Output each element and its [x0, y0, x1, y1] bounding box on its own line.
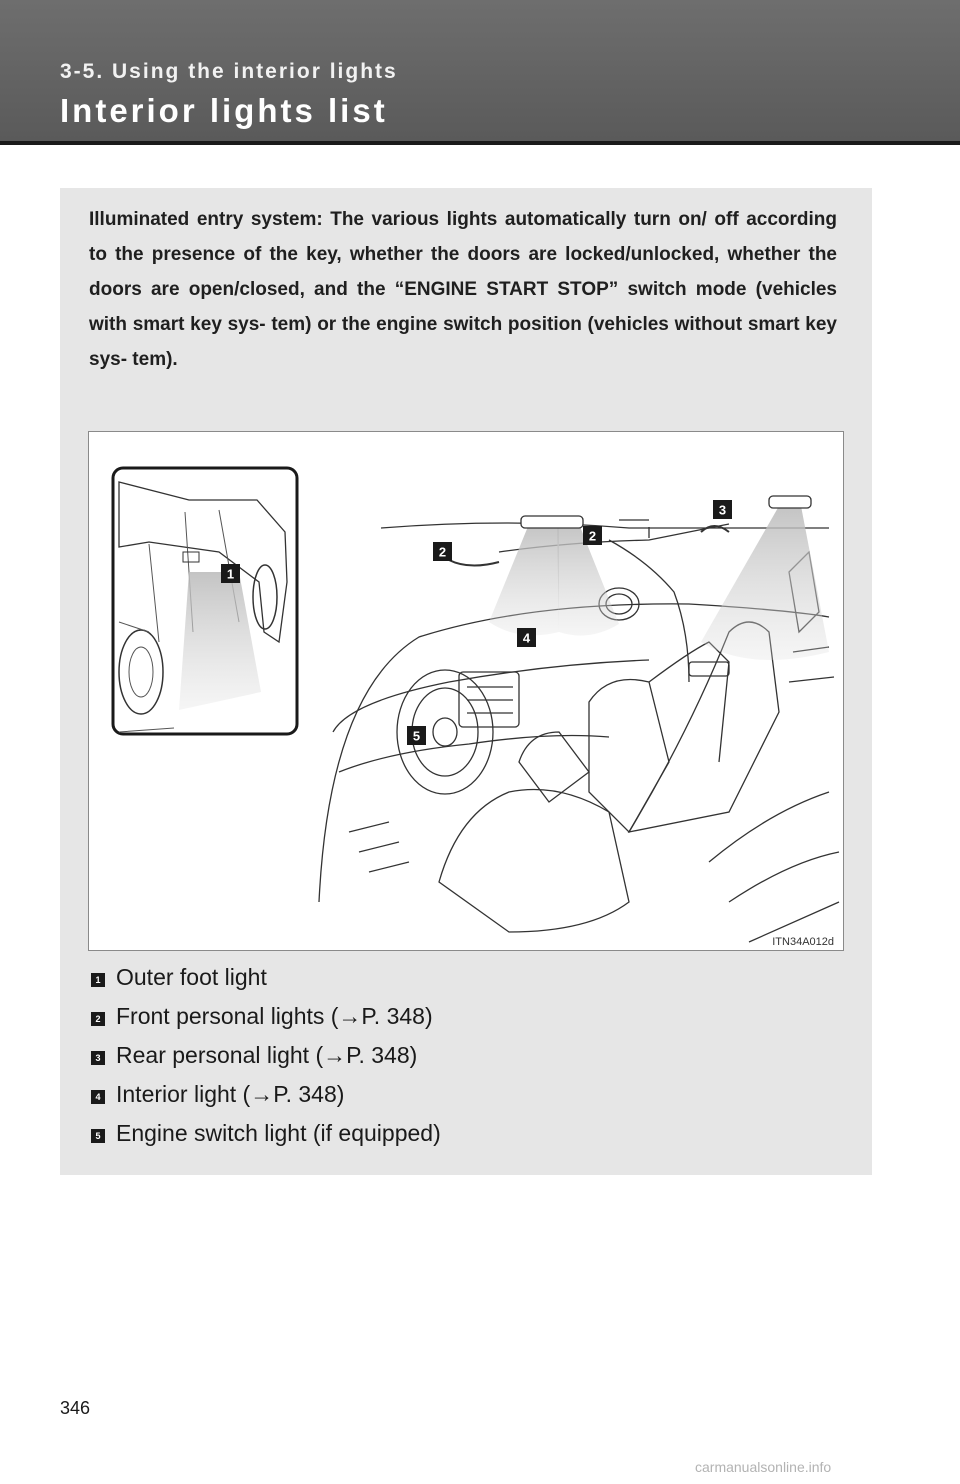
svg-text:1: 1: [227, 567, 234, 582]
front-overhead-console: [520, 515, 584, 529]
callout-1: 1: [221, 564, 240, 583]
legend-text: Interior light (→P. 348): [116, 1081, 345, 1107]
figure-code: ITN34A012d: [772, 936, 834, 948]
svg-text:5: 5: [413, 729, 420, 744]
callout-3: 3: [713, 500, 732, 519]
watermark: carmanualsonline.info: [695, 1459, 832, 1475]
legend-text: Outer foot light: [116, 964, 267, 990]
svg-text:3: 3: [719, 503, 726, 518]
svg-text:2: 2: [439, 545, 446, 560]
front-left-beam: [489, 524, 559, 636]
exterior-inset: [111, 466, 299, 736]
callout-5: 5: [407, 726, 426, 745]
rear-overhead-console: [768, 495, 812, 509]
callout-4: 4: [517, 628, 536, 647]
callout-2b: 2: [583, 526, 602, 545]
rear-beam: [701, 506, 829, 660]
legend-number: 5: [91, 1129, 105, 1143]
legend-text: Rear personal light (→P. 348): [116, 1042, 418, 1068]
page-number: 346: [60, 1398, 91, 1418]
grab-handle: [700, 525, 730, 533]
section-label: 3-5. Using the interior lights: [60, 60, 398, 83]
legend-number: 2: [91, 1012, 105, 1026]
callout-2a: 2: [433, 542, 452, 561]
intro-paragraph: Illuminated entry system: The various li…: [89, 209, 837, 370]
front-right-beam: [557, 524, 619, 636]
rearview-mirror: [448, 559, 500, 567]
interior-lights-illustration: 1 2 2 3 4 5 ITN34A012d: [88, 431, 844, 951]
legend-text: Engine switch light (if equipped): [116, 1120, 441, 1146]
page-title: Interior lights list: [60, 92, 388, 129]
content-panel: Illuminated entry system: The various li…: [60, 188, 872, 1175]
page-header: 3-5. Using the interior lights Interior …: [0, 0, 960, 145]
legend-number: 1: [91, 973, 105, 987]
svg-text:2: 2: [589, 529, 596, 544]
legend-number: 3: [91, 1051, 105, 1065]
legend-text: Front personal lights (→P. 348): [116, 1003, 433, 1029]
svg-text:4: 4: [523, 631, 531, 646]
car-interior-drawing: 1 2 2 3 4 5: [111, 466, 840, 943]
legend-number: 4: [91, 1090, 105, 1104]
